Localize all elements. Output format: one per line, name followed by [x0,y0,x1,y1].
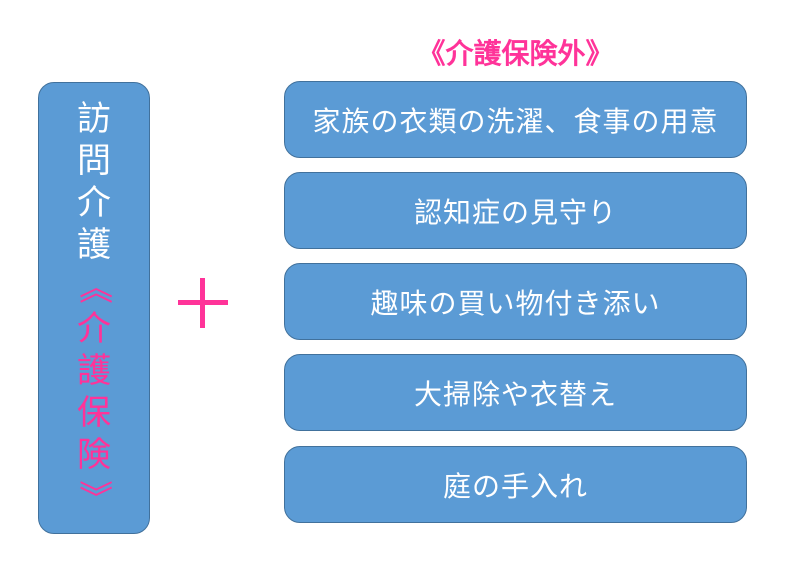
plus-icon [178,278,228,328]
left-pink-char-3: 保 [77,393,111,433]
left-pink-char-2: 護 [77,351,111,391]
left-char-1: 訪 [77,99,111,139]
non-covered-heading: 《介護保険外》 [417,37,614,70]
service-item-garden-care: 庭の手入れ [284,446,747,523]
left-open-bracket: 《 [74,266,114,308]
left-pink-char-4: 険 [77,435,111,475]
left-close-bracket: 》 [74,476,114,518]
service-item-cleaning-seasonal: 大掃除や衣替え [284,354,747,431]
covered-services-box: 訪 問 介 護 《 介 護 保 険 》 [38,82,150,534]
open-bracket-glyph: 《 [74,270,114,304]
left-char-2: 問 [77,141,111,181]
service-item-dementia-watch: 認知症の見守り [284,172,747,249]
close-bracket-glyph: 》 [74,480,114,514]
left-char-4: 護 [77,225,111,265]
left-char-3: 介 [77,183,111,223]
service-item-hobby-shopping: 趣味の買い物付き添い [284,263,747,340]
left-pink-char-1: 介 [77,309,111,349]
plus-vertical-bar [200,278,205,328]
service-item-laundry-meals: 家族の衣類の洗濯、食事の用意 [284,81,747,158]
